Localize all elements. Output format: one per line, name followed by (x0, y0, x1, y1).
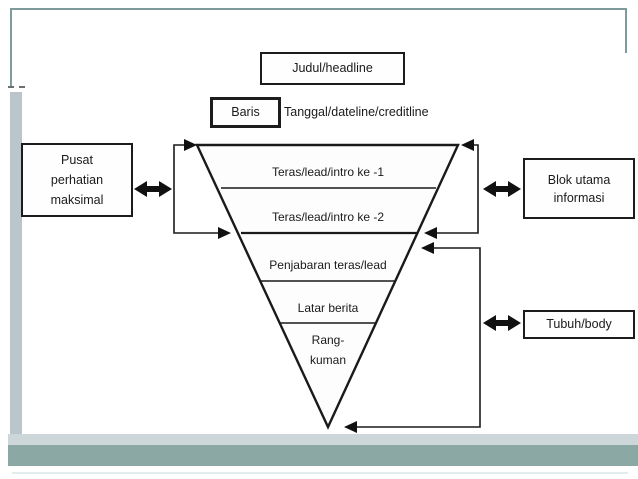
right-lower-bracket-line (357, 247, 481, 428)
inverted-pyramid-shape (195, 143, 460, 430)
frame-left-line (10, 8, 12, 88)
bottom-faint-line (12, 472, 628, 474)
pyramid-section-label-2: Teras/lead/intro ke -2 (271, 210, 385, 224)
right-upper-bracket-bottom-arrowhead (424, 227, 437, 239)
left-double-arrow-icon (134, 181, 172, 197)
headline-box: Judul/headline (260, 52, 405, 85)
frame-right-line (625, 8, 627, 53)
bottom-light-bar (8, 434, 638, 445)
pyramid-section-label-4: Latar berita (297, 301, 359, 315)
right-body-box: Tubuh/body (523, 310, 635, 339)
baris-box: Baris (210, 97, 281, 128)
bottom-teal-bar (8, 445, 638, 466)
left-bracket-line (173, 144, 219, 234)
left-attention-box: Pusat perhatian maksimal (21, 143, 133, 217)
pyramid-section-label-5: Rang- kuman (309, 333, 347, 367)
frame-dash-marks (8, 86, 25, 88)
right-info-block-box: Blok utama informasi (523, 158, 635, 219)
left-accent-stripe (10, 92, 22, 434)
right-top-double-arrow-icon (483, 181, 521, 197)
dateline-label: Tanggal/dateline/creditline (284, 105, 429, 119)
left-bracket-top-arrowhead (184, 139, 197, 151)
right-upper-bracket-top-arrowhead (461, 139, 474, 151)
pyramid-section-label-1: Teras/lead/intro ke -1 (271, 165, 385, 179)
right-bottom-double-arrow-icon (483, 315, 521, 331)
frame-top-line (10, 8, 627, 10)
pyramid-section-label-3: Penjabaran teras/lead (269, 258, 387, 272)
left-bracket-bottom-arrowhead (218, 227, 231, 239)
right-lower-bracket-top-arrowhead (421, 242, 434, 254)
right-lower-bracket-apex-arrowhead (344, 421, 357, 433)
